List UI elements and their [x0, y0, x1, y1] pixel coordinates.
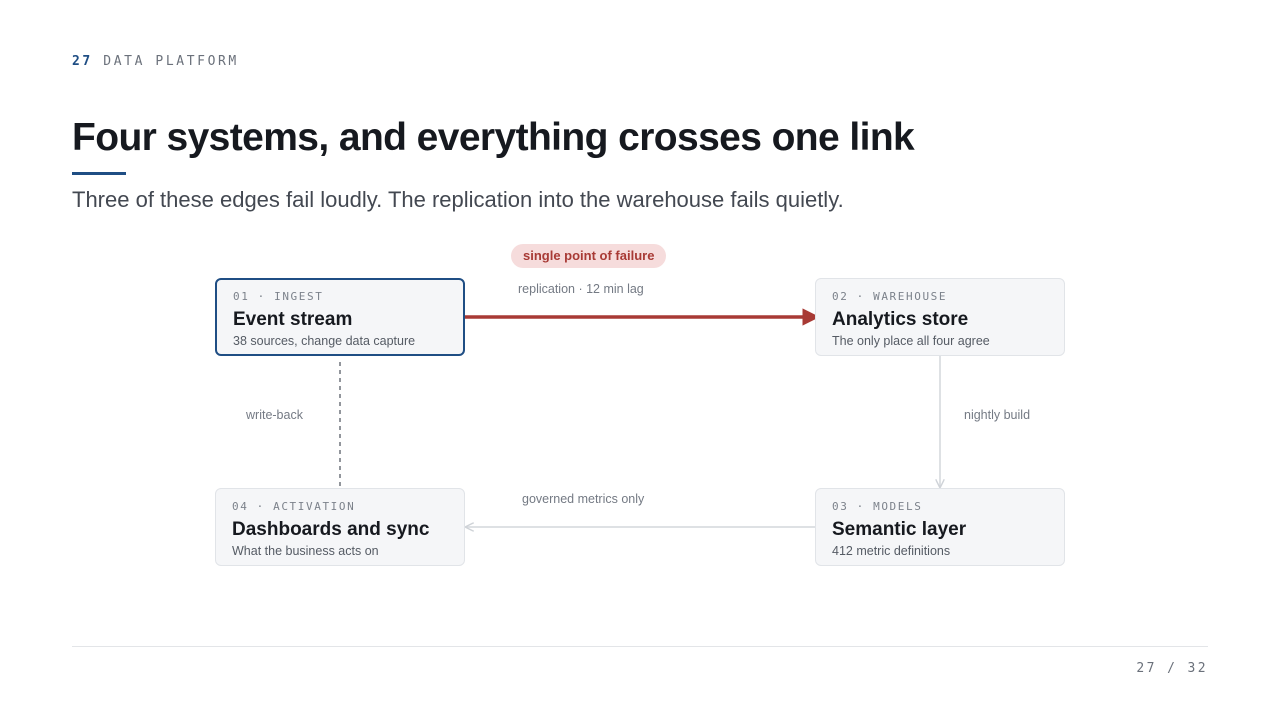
node-description: The only place all four agree — [832, 334, 990, 348]
node-tag: 03 · MODELS — [832, 500, 923, 513]
node-dashboards-and-sync[interactable]: 04 · ACTIVATION Dashboards and sync What… — [215, 488, 465, 566]
page-indicator: 27 / 32 — [1136, 661, 1208, 676]
slide-subtitle: Three of these edges fail loudly. The re… — [72, 187, 844, 212]
section-number: 27 — [72, 54, 93, 69]
node-description: 38 sources, change data capture — [233, 334, 416, 348]
section-name: DATA PLATFORM — [103, 54, 239, 69]
single-point-of-failure-badge: single point of failure — [511, 244, 667, 268]
edge-label-replication: replication · 12 min lag — [518, 282, 644, 296]
node-tag: 02 · WAREHOUSE — [832, 290, 948, 303]
edge-label-nightly-build: nightly build — [964, 408, 1031, 422]
node-name: Event stream — [233, 309, 353, 330]
edge-label-governed-metrics: governed metrics only — [522, 492, 645, 506]
slide-title: Four systems, and everything crosses one… — [72, 116, 915, 159]
node-tag: 01 · INGEST — [233, 290, 324, 303]
node-name: Semantic layer — [832, 519, 967, 540]
node-name: Dashboards and sync — [232, 519, 430, 540]
node-description: 412 metric definitions — [832, 544, 951, 558]
edge-label-write-back: write-back — [246, 408, 303, 422]
section-eyebrow: 27 DATA PLATFORM — [72, 54, 239, 69]
node-tag: 04 · ACTIVATION — [232, 500, 356, 513]
node-event-stream[interactable]: 01 · INGEST Event stream 38 sources, cha… — [215, 278, 465, 356]
title-underline — [72, 172, 126, 175]
node-analytics-store[interactable]: 02 · WAREHOUSE Analytics store The only … — [815, 278, 1065, 356]
footer-divider — [72, 646, 1208, 647]
node-semantic-layer[interactable]: 03 · MODELS Semantic layer 412 metric de… — [815, 488, 1065, 566]
node-name: Analytics store — [832, 309, 969, 330]
node-description: What the business acts on — [232, 544, 379, 558]
